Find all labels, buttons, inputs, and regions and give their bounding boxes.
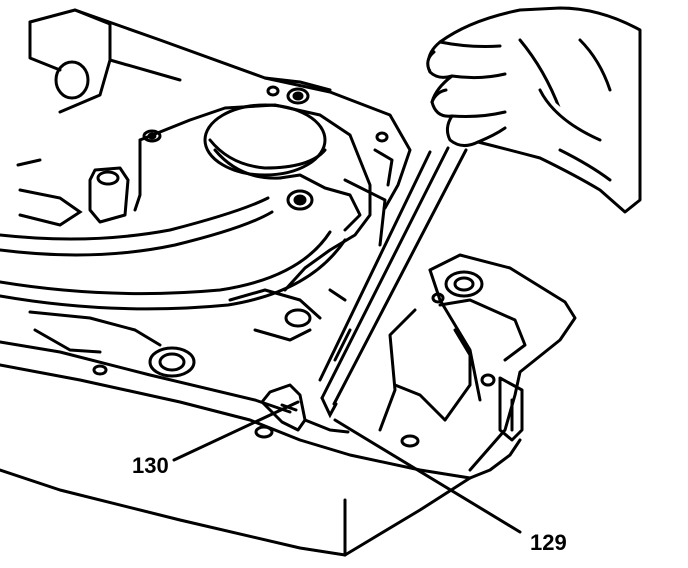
pump-body	[88, 103, 387, 292]
callout-130: 130	[132, 453, 169, 478]
callout-129: 129	[530, 530, 567, 555]
fluid-tubes	[0, 158, 347, 311]
leader-line-130	[172, 400, 300, 462]
valve-body-details	[28, 288, 347, 378]
pry-tool	[318, 146, 468, 419]
leader-line-129	[333, 418, 522, 534]
oil-pan-flange	[0, 253, 577, 557]
upper-case-housing	[28, 8, 412, 210]
technician-hand	[426, 6, 642, 214]
flange-bolt-holes	[92, 270, 496, 448]
leader-lines	[172, 400, 522, 534]
